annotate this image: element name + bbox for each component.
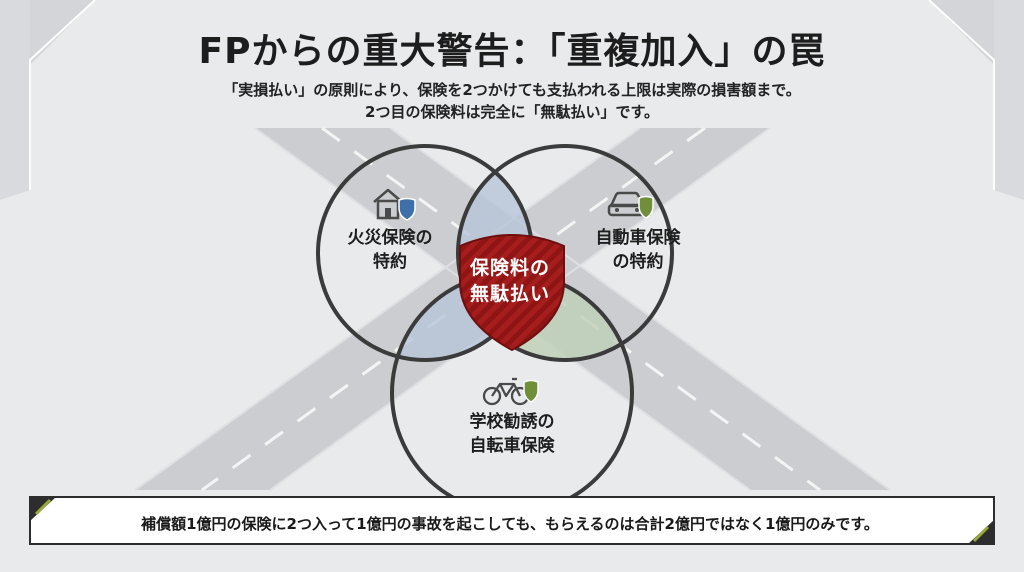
label-auto-line-1: 自動車保険 [595, 228, 681, 248]
subtitle-line-1: 「実損払い」の原則により、保険を2つかけても支払われる上限は実際の損害額まで。 [223, 81, 801, 99]
frame-right-panel [994, 0, 1024, 200]
frame-line-left [29, 0, 96, 190]
label-center-waste: 保険料の 無駄払い [450, 255, 570, 307]
frame-line-right [928, 0, 995, 190]
subtitle-line-2: 2つ目の保険料は完全に「無駄払い」です。 [365, 103, 659, 121]
car-shield-icon [607, 191, 654, 219]
label-bicycle-line-2: 自転車保険 [469, 436, 555, 456]
label-fire-insurance: 火災保険の 特約 [315, 226, 465, 274]
label-bicycle-insurance: 学校勧誘の 自転車保険 [437, 410, 587, 458]
circle-auto-insurance [456, 144, 674, 362]
frame-left-panel [0, 0, 30, 200]
label-fire-line-2: 特約 [373, 252, 407, 272]
label-center-line-2: 無駄払い [469, 283, 550, 305]
page-title: FPからの重大警告：「重複加入」の罠 [198, 31, 826, 72]
label-center-line-1: 保険料の [469, 257, 550, 279]
center-shield [459, 234, 565, 352]
footer-note: 補償額1億円の保険に2つ入って1億円の事故を起こしても、もらえるのは合計2億円で… [141, 515, 879, 533]
bicycle-shield-icon [482, 377, 539, 406]
house-shield-icon [373, 188, 416, 221]
label-bicycle-line-1: 学校勧誘の [469, 412, 555, 432]
label-auto-insurance: 自動車保険 の特約 [563, 226, 713, 274]
label-fire-line-1: 火災保険の [347, 228, 433, 248]
label-auto-line-2: の特約 [612, 252, 664, 272]
overlap-right-bottom-tint [458, 273, 632, 360]
footer-bar [29, 496, 995, 545]
